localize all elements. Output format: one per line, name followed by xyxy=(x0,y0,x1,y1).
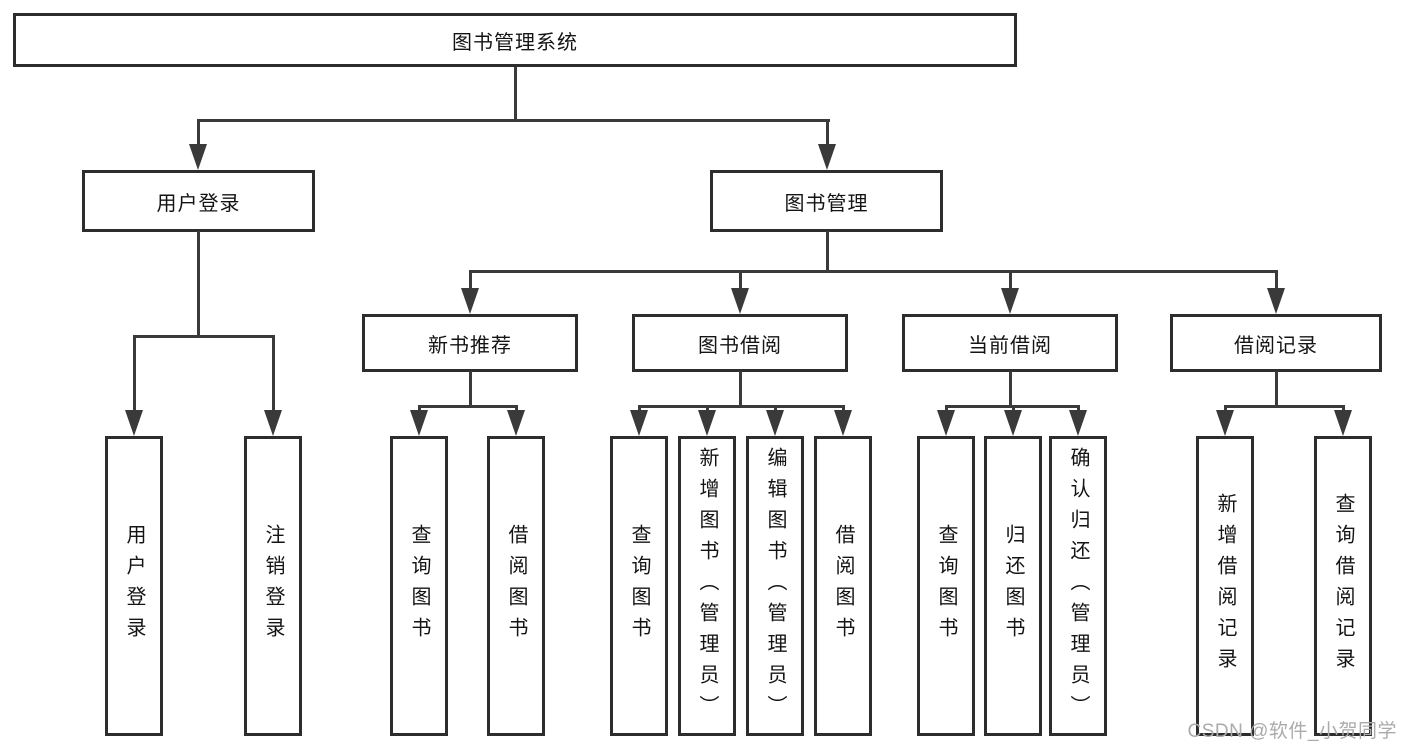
leaf-nbr-query-books: 查询图书 xyxy=(390,436,448,736)
arrow-down-icon xyxy=(189,144,207,170)
leaf-cb-confirm-return: 确认归还（管理员） xyxy=(1049,436,1107,736)
connector-cb-drop-1 xyxy=(945,405,948,413)
leaf-bb-borrow-books: 借阅图书 xyxy=(814,436,872,736)
node-borrowing-records: 借阅记录 xyxy=(1170,314,1382,372)
connector-bookmgmt-drop-1 xyxy=(469,270,472,290)
arrow-down-icon xyxy=(731,288,749,314)
connector-nbr-stem xyxy=(469,371,472,407)
connector-br-bar xyxy=(1224,405,1345,408)
connector-bookmgmt-stem xyxy=(826,231,829,272)
connector-userlogin-drop-1 xyxy=(133,335,136,412)
node-user-login: 用户登录 xyxy=(82,170,315,232)
leaf-logout: 注销登录 xyxy=(244,436,302,736)
arrow-down-icon xyxy=(125,410,143,436)
connector-root-stem xyxy=(514,67,517,121)
arrow-down-icon xyxy=(937,410,955,436)
connector-root-left-drop xyxy=(197,119,200,146)
connector-br-drop-2 xyxy=(1342,405,1345,413)
leaf-br-add-record: 新增借阅记录 xyxy=(1196,436,1254,736)
connector-cb-stem xyxy=(1009,371,1012,407)
connector-bookmgmt-drop-2 xyxy=(739,270,742,290)
connector-bb-drop-4 xyxy=(842,405,845,413)
connector-root-right-drop xyxy=(826,119,829,146)
arrow-down-icon xyxy=(507,410,525,436)
connector-bb-bar xyxy=(638,405,845,408)
leaf-nbr-borrow-books: 借阅图书 xyxy=(487,436,545,736)
connector-nbr-drop-2 xyxy=(515,405,518,413)
leaf-bb-add-books: 新增图书（管理员） xyxy=(678,436,736,736)
connector-br-drop-1 xyxy=(1224,405,1227,413)
arrow-down-icon xyxy=(1216,410,1234,436)
connector-userlogin-drop-2 xyxy=(272,335,275,412)
connector-bb-drop-3 xyxy=(774,405,777,413)
arrow-down-icon xyxy=(834,410,852,436)
leaf-cb-query-books: 查询图书 xyxy=(917,436,975,736)
connector-userlogin-stem xyxy=(197,231,200,337)
leaf-br-query-record: 查询借阅记录 xyxy=(1314,436,1372,736)
arrow-down-icon xyxy=(461,288,479,314)
leaf-bb-edit-books: 编辑图书（管理员） xyxy=(746,436,804,736)
node-root: 图书管理系统 xyxy=(13,13,1017,67)
node-new-book-recommend: 新书推荐 xyxy=(362,314,578,372)
arrow-down-icon xyxy=(1004,410,1022,436)
connector-cb-drop-2 xyxy=(1012,405,1015,413)
connector-nbr-drop-1 xyxy=(418,405,421,413)
node-current-borrowing: 当前借阅 xyxy=(902,314,1118,372)
arrow-down-icon xyxy=(410,410,428,436)
connector-nbr-bar xyxy=(418,405,518,408)
connector-br-stem xyxy=(1275,371,1278,407)
arrow-down-icon xyxy=(1334,410,1352,436)
arrow-down-icon xyxy=(264,410,282,436)
connector-cb-drop-3 xyxy=(1077,405,1080,413)
connector-bookmgmt-bar xyxy=(469,270,1277,273)
csdn-watermark: CSDN @软件_小贺同学 xyxy=(1187,721,1397,742)
leaf-cb-return-books: 归还图书 xyxy=(984,436,1042,736)
connector-userlogin-bar xyxy=(133,335,275,338)
arrow-down-icon xyxy=(1001,288,1019,314)
arrow-down-icon xyxy=(698,410,716,436)
connector-bb-drop-2 xyxy=(706,405,709,413)
node-book-borrowing: 图书借阅 xyxy=(632,314,848,372)
connector-bookmgmt-drop-3 xyxy=(1009,270,1012,290)
connector-bookmgmt-drop-4 xyxy=(1275,270,1278,290)
arrow-down-icon xyxy=(766,410,784,436)
connector-root-bar xyxy=(197,119,830,122)
arrow-down-icon xyxy=(630,410,648,436)
arrow-down-icon xyxy=(1267,288,1285,314)
leaf-bb-query-books: 查询图书 xyxy=(610,436,668,736)
arrow-down-icon xyxy=(818,144,836,170)
connector-bb-drop-1 xyxy=(638,405,641,413)
node-book-management: 图书管理 xyxy=(710,170,943,232)
leaf-user-login: 用户登录 xyxy=(105,436,163,736)
arrow-down-icon xyxy=(1069,410,1087,436)
connector-bb-stem xyxy=(739,371,742,407)
